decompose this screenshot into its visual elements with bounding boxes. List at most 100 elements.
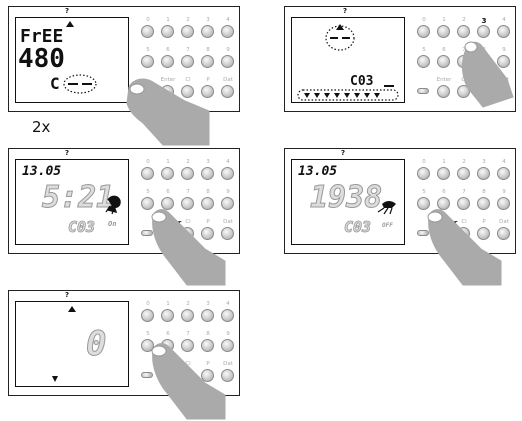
keypad-key[interactable] <box>417 230 429 236</box>
keypad-key[interactable] <box>437 167 450 180</box>
keypad-key[interactable] <box>141 372 153 378</box>
pointing-hand-icon <box>462 41 514 108</box>
keypad-key[interactable] <box>201 25 214 38</box>
keypad-key[interactable] <box>141 197 154 210</box>
key-label: 0 <box>146 301 150 307</box>
keypad-key[interactable] <box>457 197 470 210</box>
keypad-key[interactable] <box>201 339 214 352</box>
key-label: 2 <box>186 301 190 307</box>
keypad-key[interactable] <box>201 55 214 68</box>
keypad-key[interactable] <box>141 309 154 322</box>
keypad-key[interactable] <box>181 309 194 322</box>
key-label: 6 <box>166 331 170 337</box>
pointing-hand-icon <box>151 343 226 420</box>
keypad-key[interactable] <box>437 85 450 98</box>
keypad-key[interactable] <box>221 167 234 180</box>
key-label: 5 <box>146 47 150 53</box>
key-label: Dat <box>223 77 233 83</box>
keypad-key[interactable] <box>497 167 510 180</box>
keypad-key[interactable] <box>497 197 510 210</box>
key-label: 5 <box>146 331 150 337</box>
key-label: Dat <box>223 361 233 367</box>
keypad-key[interactable] <box>161 55 174 68</box>
keypad-key[interactable] <box>457 25 470 38</box>
key-label: Cl <box>185 219 191 225</box>
keypad-key[interactable] <box>181 55 194 68</box>
keypad-key[interactable] <box>477 227 490 240</box>
keypad-key[interactable] <box>181 85 194 98</box>
keypad-key[interactable] <box>201 197 214 210</box>
keypad-key[interactable] <box>457 85 470 98</box>
key-label: 8 <box>206 189 210 195</box>
keypad-key[interactable] <box>221 197 234 210</box>
shower-icon <box>377 201 396 215</box>
keypad-key[interactable] <box>497 227 510 240</box>
keypad-key[interactable] <box>477 167 490 180</box>
key-label: 2 <box>462 159 466 165</box>
keypad-key[interactable] <box>221 339 234 352</box>
keypad-key[interactable] <box>417 25 430 38</box>
lcd-graphics <box>66 21 74 27</box>
key-label: 6 <box>442 189 446 195</box>
keypad-key[interactable] <box>221 85 234 98</box>
keypad-key[interactable] <box>201 369 214 382</box>
lcd-line-1: FrEE <box>20 26 64 47</box>
keypad-key[interactable] <box>221 55 234 68</box>
keypad-key[interactable] <box>201 227 214 240</box>
keypad-key[interactable] <box>141 167 154 180</box>
keypad-key[interactable] <box>201 167 214 180</box>
keypad-key[interactable] <box>417 55 430 68</box>
keypad-key[interactable] <box>201 85 214 98</box>
keypad-key[interactable] <box>437 197 450 210</box>
keypad-key[interactable] <box>417 88 429 94</box>
key-label: 3 <box>206 17 210 23</box>
key-label: Dat <box>499 219 509 225</box>
help-mark: ? <box>65 291 70 299</box>
key-label: 0 <box>146 17 150 23</box>
keypad-key[interactable] <box>141 339 154 352</box>
keypad-key[interactable] <box>417 167 430 180</box>
keypad-key[interactable] <box>497 55 510 68</box>
keypad-key[interactable] <box>497 25 510 38</box>
keypad-key[interactable] <box>141 230 153 236</box>
keypad-key[interactable] <box>437 55 450 68</box>
keypad-key[interactable] <box>181 197 194 210</box>
keypad-key[interactable] <box>141 55 154 68</box>
help-mark: ? <box>343 7 348 15</box>
keypad-key[interactable] <box>161 197 174 210</box>
keypad-key[interactable] <box>457 167 470 180</box>
key-label: 4 <box>502 17 506 23</box>
key-label: 9 <box>226 47 230 53</box>
key-label: 4 <box>226 301 230 307</box>
keypad-key[interactable] <box>477 197 490 210</box>
keypad-key[interactable] <box>161 25 174 38</box>
key-label: P <box>206 361 210 367</box>
key-label: Enter <box>436 77 452 83</box>
keypad-key[interactable] <box>201 309 214 322</box>
keypad-key[interactable] <box>141 25 154 38</box>
lcd-date: 13.05 <box>298 164 338 179</box>
key-label: 2 <box>186 159 190 165</box>
keypad-key[interactable] <box>161 309 174 322</box>
keypad-key[interactable] <box>181 167 194 180</box>
key-label: Enter <box>160 77 176 83</box>
keypad-key[interactable] <box>221 25 234 38</box>
lcd-display: C03 <box>291 17 405 103</box>
keypad-key[interactable] <box>477 25 490 38</box>
keypad-key[interactable] <box>181 339 194 352</box>
key-label: 2 <box>462 17 466 23</box>
keypad-key[interactable] <box>221 227 234 240</box>
keypad-key[interactable] <box>437 25 450 38</box>
press-count-label: 2x <box>32 118 51 136</box>
lcd-line-2: 480 <box>18 44 65 74</box>
key-label: P <box>206 219 210 225</box>
key-label: 2 <box>186 17 190 23</box>
keypad-key[interactable] <box>417 197 430 210</box>
keypad-key[interactable] <box>221 309 234 322</box>
keypad-key[interactable] <box>161 167 174 180</box>
keypad-key[interactable] <box>181 25 194 38</box>
keypad-key[interactable] <box>221 369 234 382</box>
lcd-state: OFF <box>382 222 393 229</box>
